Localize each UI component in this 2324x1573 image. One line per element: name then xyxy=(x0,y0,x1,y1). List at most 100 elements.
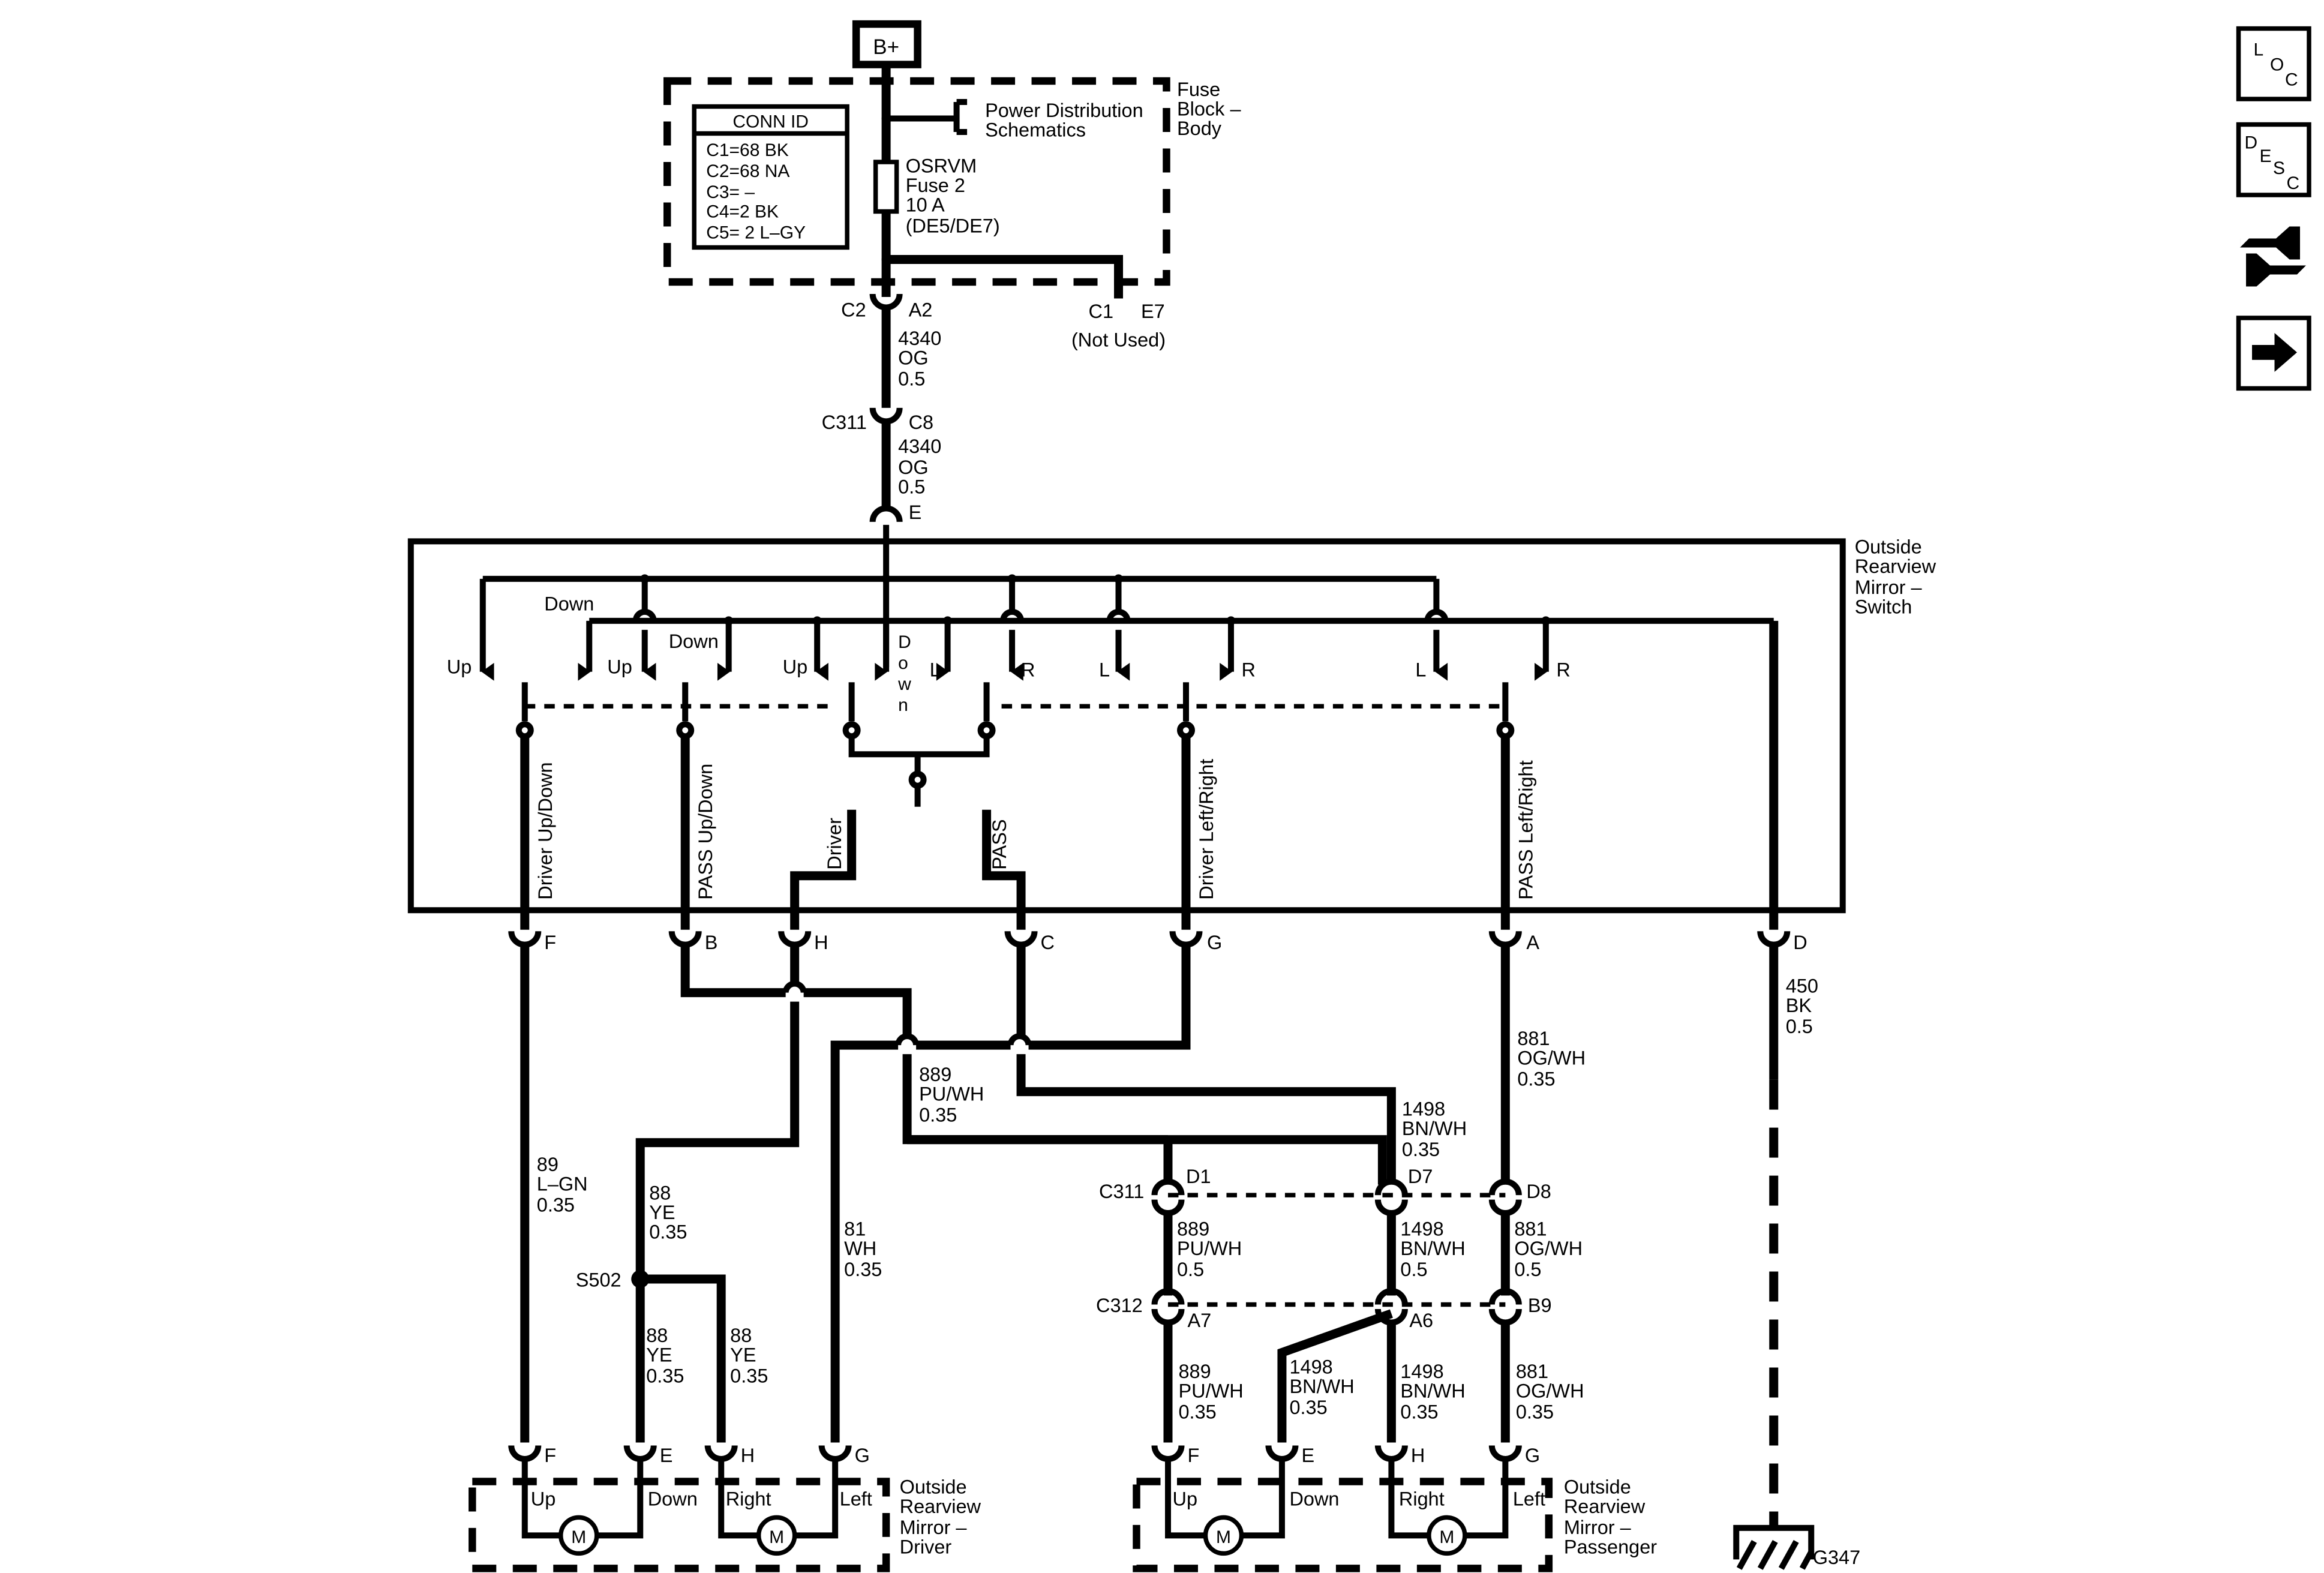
power-label: B+ xyxy=(873,35,899,59)
contact-down-label: Down xyxy=(669,631,719,652)
wire-889-label: 889 xyxy=(1177,1218,1209,1240)
wire-81-label: 81 xyxy=(844,1218,866,1240)
connector-icon xyxy=(2240,226,2307,287)
c1-label: C1 xyxy=(1089,301,1114,322)
wire-1498-label: 1498 xyxy=(1289,1356,1332,1377)
wire-4340-label: OG xyxy=(898,457,929,478)
c8-label: C8 xyxy=(909,412,934,433)
wire-1498-label: 1498 xyxy=(1400,1218,1443,1240)
loc-icon: L O C xyxy=(2254,40,2298,90)
wire-1498-label: 0.5 xyxy=(1400,1259,1427,1280)
next-page-button[interactable] xyxy=(2236,316,2311,391)
pin-c: C xyxy=(1041,932,1055,953)
fuse-line-2: Fuse 2 xyxy=(906,175,965,196)
svg-text:C: C xyxy=(2287,173,2300,193)
wire-889-label: 0.35 xyxy=(919,1104,957,1126)
motor-icon xyxy=(1427,1515,1467,1556)
wire-4340-label: OG xyxy=(898,347,929,368)
motor-label: M xyxy=(769,1527,784,1547)
contact-l-label: L xyxy=(1415,659,1426,680)
wire-889-label: 889 xyxy=(1178,1361,1211,1382)
wire-81-label: 0.35 xyxy=(844,1259,882,1280)
wire-1498-label: 0.35 xyxy=(1402,1139,1440,1160)
e-label: E xyxy=(909,502,922,523)
loc-button[interactable]: L O C xyxy=(2236,26,2311,101)
wire-1498-label: BN/WH xyxy=(1400,1380,1465,1401)
not-used-label: (Not Used) xyxy=(1071,329,1166,350)
svg-text:D: D xyxy=(2245,133,2258,153)
wire-4340-label: 0.5 xyxy=(898,476,925,497)
motor-icon xyxy=(559,1515,599,1556)
pin-g: G xyxy=(1207,932,1222,953)
b9-label: B9 xyxy=(1528,1295,1552,1316)
contact-down-letter: w xyxy=(897,674,911,694)
pin-f: F xyxy=(544,932,556,953)
wire-889-label: 889 xyxy=(919,1064,951,1085)
wire-1498-label: BN/WH xyxy=(1289,1376,1354,1397)
desc-icon: D E S C xyxy=(2245,133,2300,193)
fuse-line-4: (DE5/DE7) xyxy=(906,215,1000,236)
driver-label-up: Up xyxy=(531,1488,556,1509)
pass-label-down: Down xyxy=(1289,1488,1339,1509)
contact-r-label: R xyxy=(1241,659,1255,680)
wire-1498-label: BN/WH xyxy=(1400,1238,1465,1259)
wire-450-label: 0.5 xyxy=(1786,1016,1813,1037)
wire-81-label: WH xyxy=(844,1238,876,1259)
wire-889-label: PU/WH xyxy=(1178,1380,1243,1401)
d7-label: D7 xyxy=(1408,1166,1433,1187)
connector-views-button[interactable] xyxy=(2234,221,2313,294)
contact-l-label: L xyxy=(930,659,941,680)
wire-88-label: 0.35 xyxy=(646,1365,684,1386)
switch-title-4: Switch xyxy=(1855,596,1912,617)
pass-title-2: Rearview xyxy=(1564,1496,1646,1517)
driver-pin-g: G xyxy=(855,1445,870,1466)
wire-889-label: 0.5 xyxy=(1177,1259,1204,1280)
fuse-block-body: Fuse Block – Body CONN ID C1=68 BK C2=68… xyxy=(663,64,1241,350)
pass-pin-h: H xyxy=(1411,1445,1425,1466)
contact-r-label: R xyxy=(1556,659,1570,680)
wire-1498-label: 0.35 xyxy=(1289,1397,1327,1418)
switch-title-1: Outside xyxy=(1855,536,1922,557)
e7-label: E7 xyxy=(1141,301,1165,322)
switch-title-3: Mirror – xyxy=(1855,577,1923,598)
a6-label: A6 xyxy=(1409,1310,1433,1331)
passenger-mirror: F E H G M M Up Down Right Left Outside R… xyxy=(1133,1445,1657,1572)
driver-label-right: Right xyxy=(726,1488,771,1509)
harness-wiring: 89 L–GN 0.35 88 YE 0.35 S502 88 YE 0.35 … xyxy=(520,944,1818,1527)
desc-button[interactable]: D E S C xyxy=(2236,122,2311,197)
pass-pin-g: G xyxy=(1525,1445,1540,1466)
wire-889-label: PU/WH xyxy=(1177,1238,1242,1259)
label-pass: PASS xyxy=(989,819,1010,869)
wire-89-label: 89 xyxy=(537,1154,559,1175)
pin-h: H xyxy=(814,932,828,953)
svg-text:L: L xyxy=(2254,40,2264,60)
conn-id-title: CONN ID xyxy=(732,112,809,132)
pass-pin-f: F xyxy=(1187,1445,1199,1466)
wire-88-label: 0.35 xyxy=(649,1221,687,1243)
svg-text:C: C xyxy=(2285,70,2298,90)
pass-label-left: Left xyxy=(1513,1488,1545,1509)
wire-1498-label: BN/WH xyxy=(1402,1118,1467,1139)
motor-label: M xyxy=(1439,1527,1454,1547)
a2-label: A2 xyxy=(909,299,933,320)
svg-text:E: E xyxy=(2260,146,2272,166)
conn-id-line: C1=68 BK xyxy=(706,140,789,160)
c311-label: C311 xyxy=(822,412,867,433)
wire-88-label: 88 xyxy=(646,1325,668,1346)
svg-text:S: S xyxy=(2273,158,2285,178)
wire-4340-label: 4340 xyxy=(898,436,941,457)
wire-881-label: 881 xyxy=(1514,1218,1547,1240)
power-source: B+ xyxy=(852,20,921,68)
svg-text:O: O xyxy=(2270,55,2284,75)
label-pass-updown: PASS Up/Down xyxy=(695,764,716,900)
driver-pin-e: E xyxy=(660,1445,673,1466)
contact-r-label: R xyxy=(1021,659,1035,680)
conn-id-line: C4=2 BK xyxy=(706,202,779,221)
pin-a: A xyxy=(1526,932,1539,953)
wire-881-label: OG/WH xyxy=(1517,1047,1586,1069)
driver-mirror: F E H G M M Up Down Right Left Outside R… xyxy=(469,1445,981,1572)
contact-up-label: Up xyxy=(783,656,808,677)
motor-label: M xyxy=(571,1527,586,1547)
fuse-line-3: 10 A xyxy=(906,194,945,215)
contact-up-label: Up xyxy=(447,656,472,677)
